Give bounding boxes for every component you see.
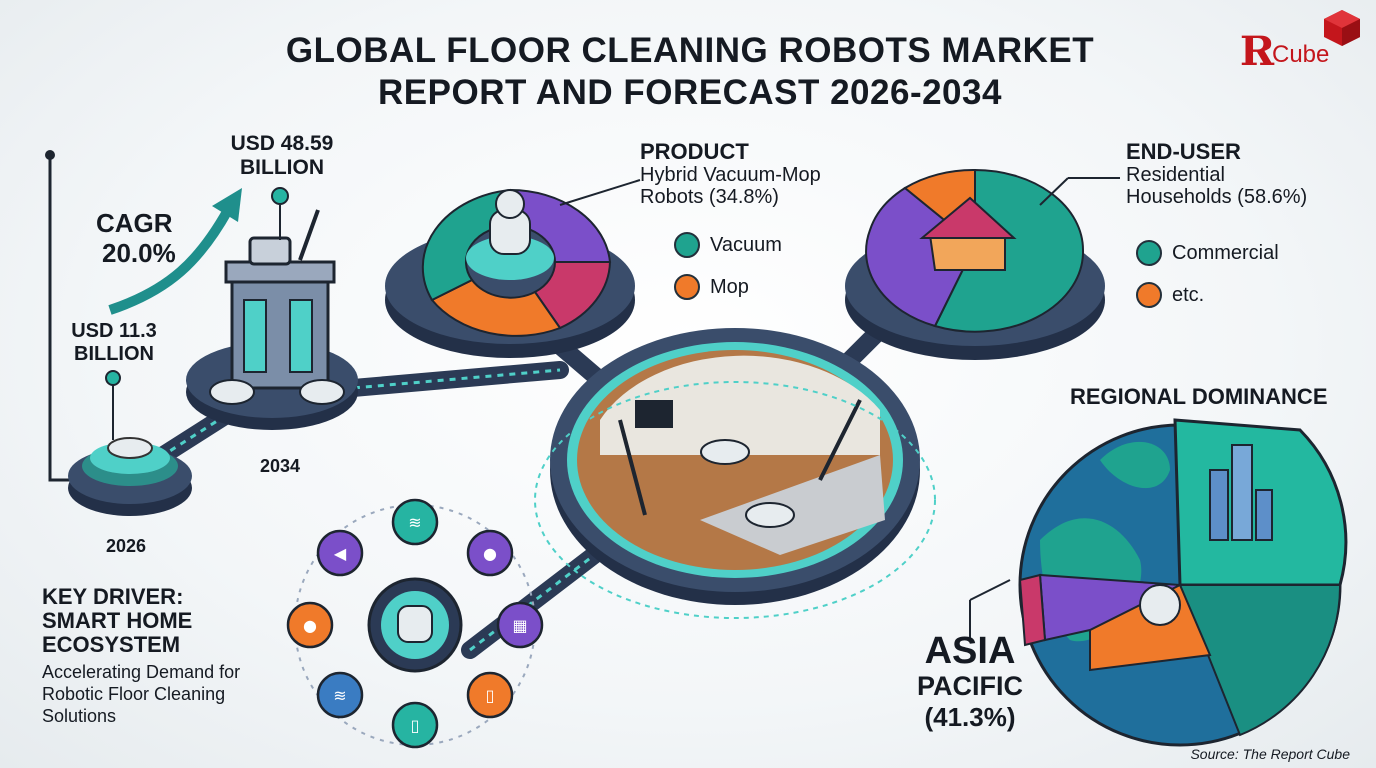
- legend-item-commercial: Commercial: [1136, 240, 1279, 266]
- cagr-value: 20.0%: [102, 238, 176, 268]
- voice-assistant-icon: [286, 601, 334, 649]
- svg-text:●: ●: [483, 544, 497, 563]
- legend-item-vacuum: Vacuum: [674, 232, 782, 258]
- product-legend: Vacuum Mop: [674, 232, 782, 300]
- year-2034-label: 2034: [260, 456, 301, 476]
- vacuum-icon: [674, 232, 700, 258]
- key-driver-block: KEY DRIVER: SMART HOME ECOSYSTEM Acceler…: [42, 584, 241, 727]
- speaker-icon: [316, 529, 364, 577]
- regional-heading: REGIONAL DOMINANCE: [1070, 384, 1328, 409]
- year-2026-label: 2026: [106, 536, 147, 556]
- mop-icon: [674, 274, 700, 300]
- logo-mark: Я: [1240, 28, 1276, 75]
- commercial-dot-icon: [1136, 240, 1162, 266]
- wifi-icon-2: [316, 671, 364, 719]
- smartphone-icon: [391, 701, 439, 749]
- svg-text:◀: ◀: [334, 544, 347, 563]
- title-line-1: GLOBAL FLOOR CLEANING ROBOTS MARKET: [285, 31, 1095, 70]
- control-panel-icon: [496, 601, 544, 649]
- svg-text:▯: ▯: [486, 686, 495, 705]
- market-2026-value: USD 11.3 BILLION: [71, 320, 157, 365]
- globe-pie-chart: [1018, 418, 1348, 747]
- svg-text:▯: ▯: [411, 716, 420, 735]
- timeline-line: [48, 155, 100, 482]
- product-donut-chart: [385, 188, 635, 358]
- platform-2026: [68, 370, 192, 516]
- product-heading: PRODUCT: [640, 139, 749, 164]
- legend-item-etc: etc.: [1136, 282, 1279, 308]
- end-user-pie-chart: [845, 168, 1105, 360]
- svg-text:≋: ≋: [333, 686, 346, 705]
- cagr-label: CAGR 20.0%: [96, 208, 176, 268]
- title-line-2: REPORT AND FORECAST 2026-2034: [378, 73, 1002, 112]
- report-cube-logo: Я Cube: [1236, 10, 1366, 75]
- asia-pacific-share: (41.3%): [924, 702, 1016, 732]
- end-user-legend: Commercial etc.: [1136, 240, 1279, 308]
- logo-text: Cube: [1272, 41, 1330, 68]
- etc-dot-icon: [1136, 282, 1162, 308]
- svg-text:▦: ▦: [512, 616, 527, 635]
- microphone-icon: [466, 529, 514, 577]
- market-2034-value: USD 48.59 BILLION: [230, 132, 334, 179]
- svg-text:●: ●: [303, 616, 317, 635]
- wifi-icon: [391, 498, 439, 546]
- end-user-callout: END-USER Residential Households (58.6%): [1126, 139, 1308, 209]
- tablet-icon: [466, 671, 514, 719]
- svg-text:≋: ≋: [408, 513, 421, 532]
- cube-icon: [1324, 10, 1360, 46]
- product-callout: PRODUCT Hybrid Vacuum-Mop Robots (34.8%): [640, 139, 821, 209]
- end-user-heading: END-USER: [1126, 139, 1241, 164]
- asia-pacific-label: ASIA PACIFIC (41.3%): [905, 632, 1035, 732]
- source-note: Source: The Report Cube: [1190, 746, 1350, 762]
- legend-item-mop: Mop: [674, 274, 782, 300]
- tower-2034: [186, 187, 358, 430]
- page-title: GLOBAL FLOOR CLEANING ROBOTS MARKET REPO…: [240, 30, 1140, 114]
- central-room-illustration: [550, 328, 920, 605]
